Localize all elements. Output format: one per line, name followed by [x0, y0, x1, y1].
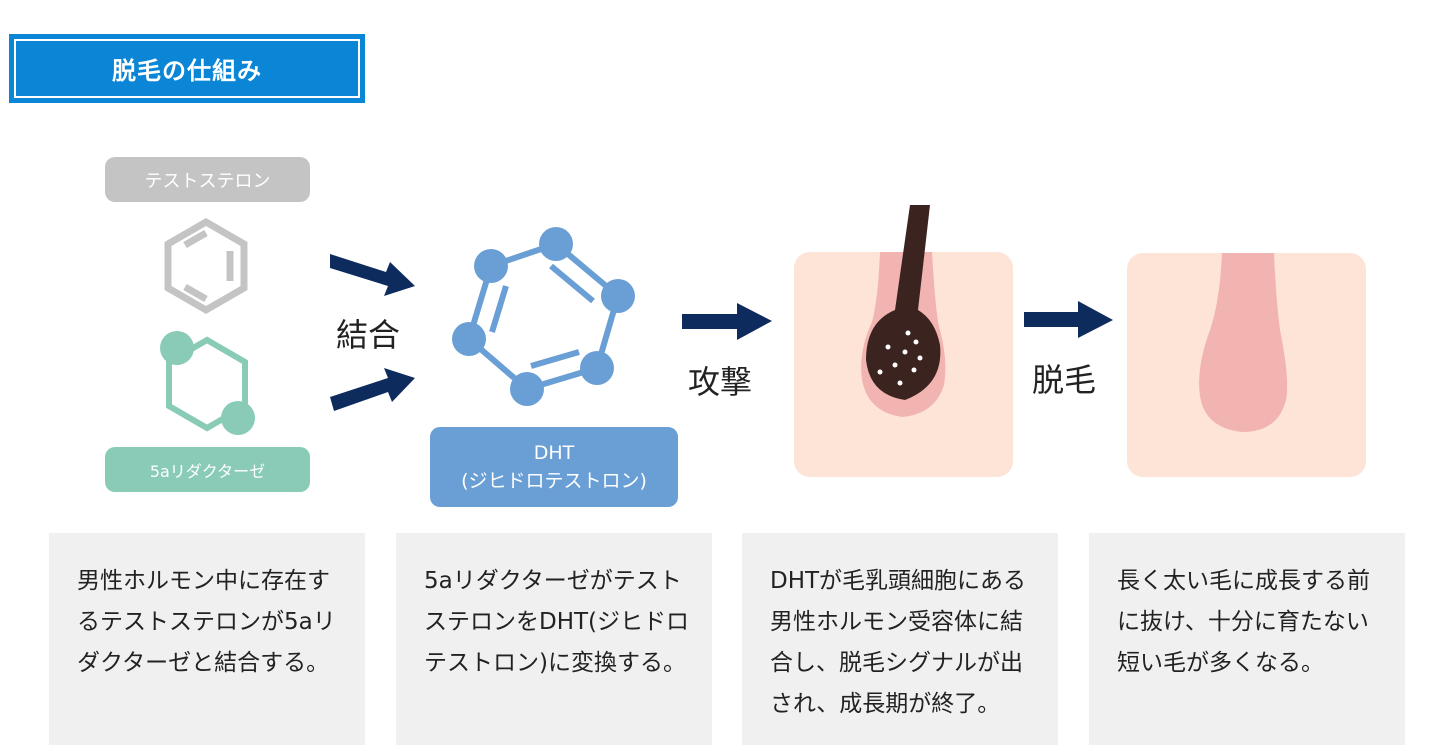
- page-title: 脱毛の仕組み: [14, 39, 360, 98]
- hair-follicle-icon: [794, 205, 1013, 477]
- step3-description: DHTが毛乳頭細胞にある男性ホルモン受容体に結合し、脱毛シグナルが出され、成長期…: [742, 533, 1058, 745]
- arrow-right-icon: [682, 303, 772, 340]
- step4-description: 長く太い毛に成長する前に抜け、十分に育たない短い毛が多くなる。: [1089, 533, 1405, 745]
- testosterone-hexagon-icon: [164, 217, 248, 315]
- empty-follicle-icon: [1127, 253, 1366, 477]
- step1-description: 男性ホルモン中に存在するテストステロンが5aリダクターゼと結合する。: [49, 533, 365, 745]
- dht-molecule-icon: [452, 227, 635, 406]
- dht-label-line2: (ジヒドロテストロン): [461, 470, 647, 492]
- hair-loss-step-label: 脱毛: [1032, 361, 1097, 399]
- arrow-right-icon: [1024, 301, 1113, 338]
- bind-step-label: 結合: [336, 316, 401, 354]
- reductase-hexagon-icon: [160, 331, 255, 435]
- dht-label: DHT (ジヒドロテストロン): [430, 427, 678, 507]
- testosterone-label: テストステロン: [105, 157, 310, 202]
- step2-description: 5aリダクターゼがテストステロンをDHT(ジヒドロテストロン)に変換する。: [396, 533, 712, 745]
- dht-label-line1: DHT: [533, 442, 575, 464]
- arrow-right-icon: [330, 254, 415, 411]
- reductase-label: 5aリダクターゼ: [105, 447, 310, 492]
- title-banner: 脱毛の仕組み: [9, 34, 365, 103]
- attack-step-label: 攻撃: [688, 363, 753, 401]
